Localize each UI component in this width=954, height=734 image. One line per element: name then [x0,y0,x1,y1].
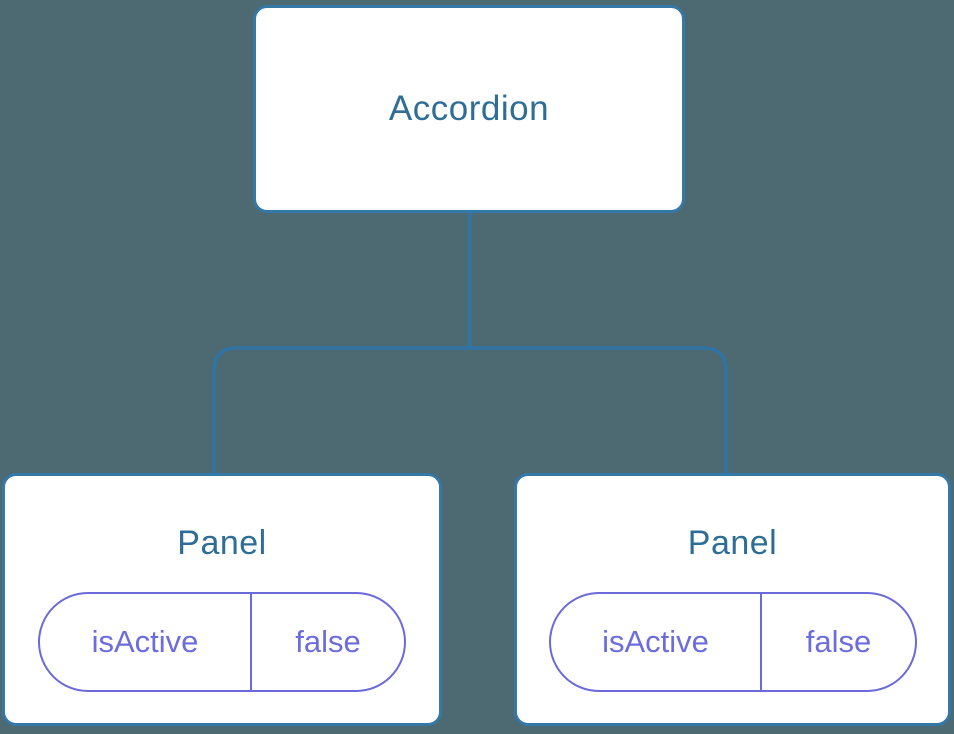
state-value-cell: false [295,624,361,659]
panel-node-label: Panel [687,524,778,562]
state-pill: isActive false [38,592,406,692]
state-pill: isActive false [548,592,917,692]
panel-node-left: Panel isActive false [2,473,442,726]
panel-node-right: Panel isActive false [514,473,951,726]
accordion-node-label: Accordion [388,89,550,128]
accordion-node: Accordion [253,5,685,213]
state-key-cell: isActive [551,594,763,690]
state-value-cell: false [805,624,872,659]
state-key-cell: isActive [40,594,252,690]
connector-bracket [212,346,728,476]
panel-node-label: Panel [177,524,267,562]
